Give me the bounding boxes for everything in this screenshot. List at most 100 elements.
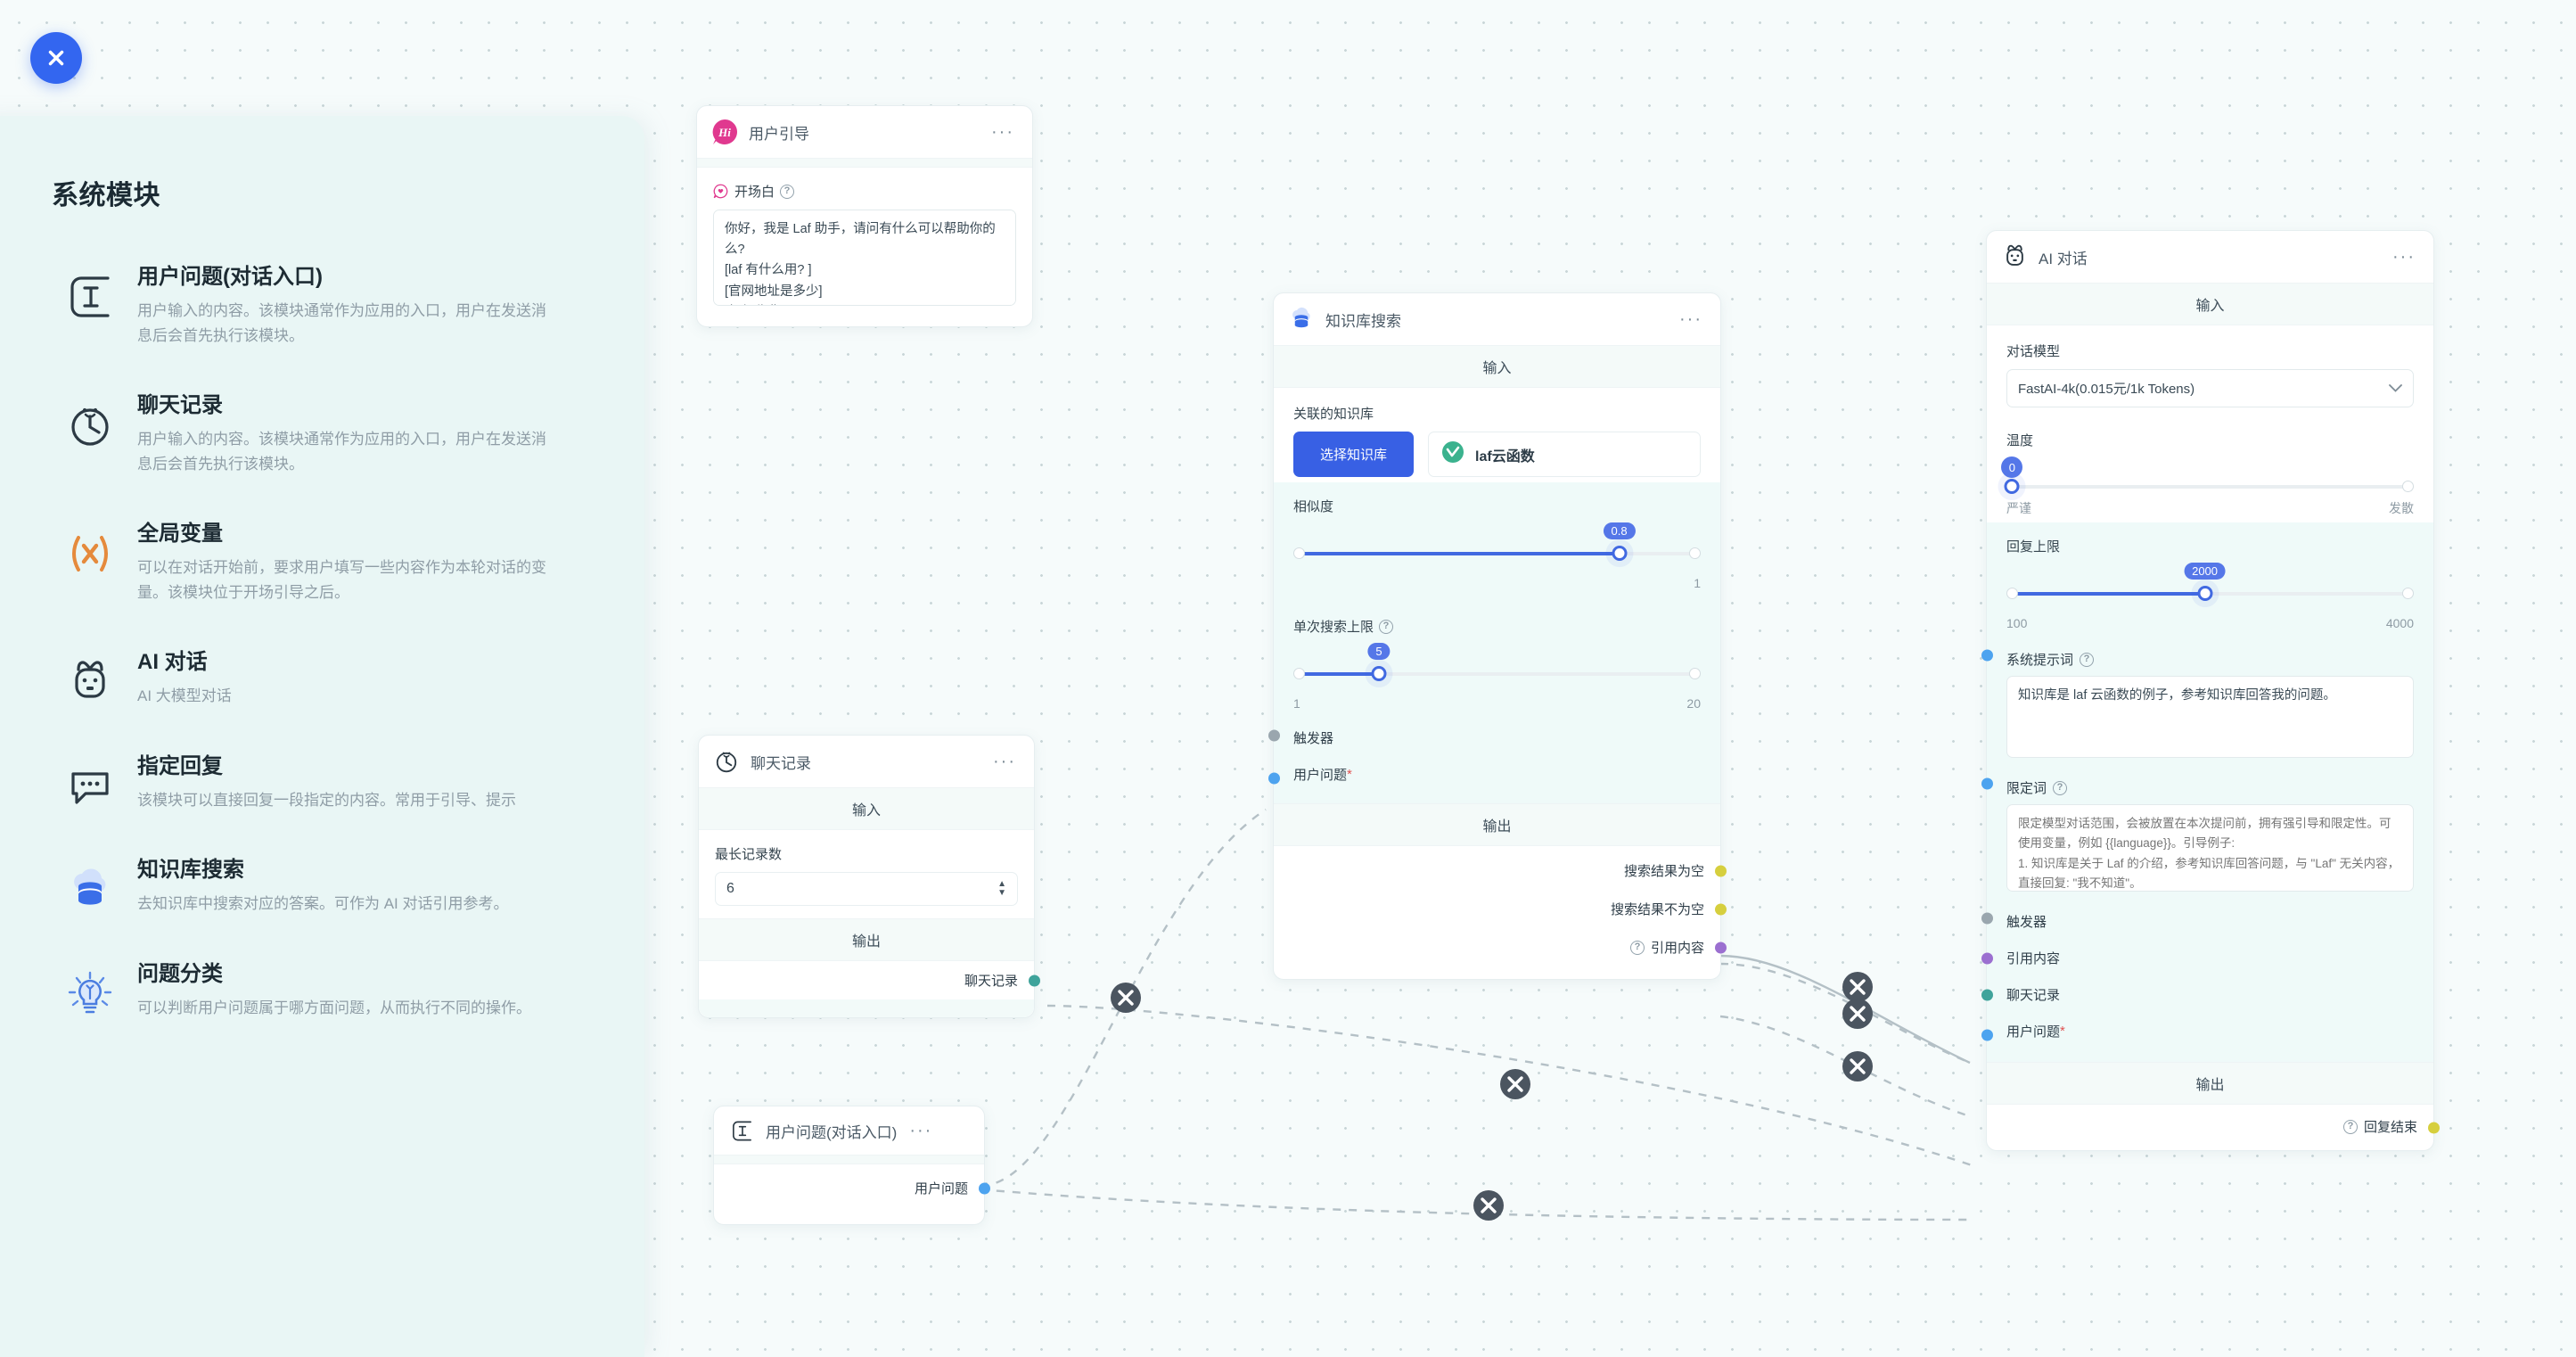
help-icon[interactable]: ? <box>2053 780 2068 795</box>
model-label: 对话模型 <box>2006 344 2061 359</box>
node-header[interactable]: 用户问题(对话入口) ··· <box>714 1106 984 1156</box>
node-header[interactable]: AI 对话 ··· <box>1987 231 2433 284</box>
node-menu-button[interactable]: ··· <box>1679 309 1702 329</box>
node-title: 用户引导 <box>749 125 809 143</box>
input-section-header: 输入 <box>1987 284 2433 325</box>
output-port-search-nonempty[interactable]: 搜索结果不为空 <box>1274 890 1727 928</box>
output-port-quoted-content[interactable]: ? 引用内容 <box>1274 928 1727 966</box>
port-label: 聊天记录 <box>2006 988 2061 1003</box>
output-port-chat-history[interactable]: 聊天记录 <box>699 961 1040 999</box>
system-prompt-textarea[interactable] <box>2006 676 2414 758</box>
port-dot-teal[interactable] <box>1028 975 1040 986</box>
port-dot-blue[interactable] <box>1268 772 1280 784</box>
module-item-chat-history[interactable]: 聊天记录 用户输入的内容。该模块通常作为应用的入口，用户在发送消息后会首先执行该… <box>52 387 591 476</box>
input-port-quoted-content[interactable]: 引用内容 <box>1981 940 2414 976</box>
node-kb-search[interactable]: 知识库搜索 ··· 输入 关联的知识库 选择知识库 laf云函数 <box>1268 292 1727 980</box>
max-tokens-slider[interactable]: 2000 <box>2006 563 2414 616</box>
node-user-guide[interactable]: Hi 用户引导 ··· 开场白 ? <box>696 105 1033 327</box>
max-records-input[interactable]: 6 ▲ ▼ <box>715 872 1018 906</box>
port-dot-grey[interactable] <box>1981 912 1993 924</box>
module-name: 知识库搜索 <box>137 858 244 883</box>
slider-thumb[interactable] <box>2197 586 2213 601</box>
node-header[interactable]: 聊天记录 ··· <box>699 736 1034 788</box>
node-menu-button[interactable]: ··· <box>2392 247 2416 267</box>
port-label: 触发器 <box>2006 915 2047 930</box>
port-label: 引用内容 <box>2006 951 2061 966</box>
port-dot-purple[interactable] <box>1714 942 1727 953</box>
port-dot-blue[interactable] <box>1981 777 1993 789</box>
close-button[interactable] <box>30 32 82 84</box>
input-port-chat-history[interactable]: 聊天记录 <box>1981 976 2414 1013</box>
kb-chip-laf[interactable]: laf云函数 <box>1428 432 1701 477</box>
port-dot-purple[interactable] <box>1981 952 1993 964</box>
slider-thumb[interactable] <box>1612 546 1628 561</box>
module-item-user-question[interactable]: 用户问题(对话入口) 用户输入的内容。该模块通常作为应用的入口，用户在发送消息后… <box>52 259 591 348</box>
slider-max-handle <box>2402 481 2414 492</box>
port-dot-blue[interactable] <box>1981 649 1993 661</box>
port-label: 搜索结果不为空 <box>1610 902 1704 917</box>
opening-statement-textarea[interactable] <box>713 210 1016 306</box>
help-icon[interactable]: ? <box>2342 1119 2358 1134</box>
kb-chip-name: laf云函数 <box>1475 448 1535 465</box>
topk-slider[interactable]: 5 <box>1293 643 1701 696</box>
port-dot-blue[interactable] <box>978 1182 990 1194</box>
robot-icon <box>52 644 128 708</box>
similarity-slider[interactable]: 0.8 <box>1293 522 1701 576</box>
node-menu-button[interactable]: ··· <box>993 752 1016 771</box>
module-item-specified-reply[interactable]: 指定回复 该模块可以直接回复一段指定的内容。常用于引导、提示 <box>52 748 591 813</box>
clock-face-icon <box>713 748 740 775</box>
help-icon[interactable]: ? <box>780 184 795 199</box>
svg-text:Hi: Hi <box>718 126 731 139</box>
chevron-down-icon <box>2389 381 2402 396</box>
node-header[interactable]: Hi 用户引导 ··· <box>697 106 1032 159</box>
temperature-slider[interactable]: 0 <box>2001 456 2414 499</box>
output-section-header: 输出 <box>699 918 1034 961</box>
help-icon[interactable]: ? <box>2080 652 2095 667</box>
module-item-ai-chat[interactable]: AI 对话 AI 大模型对话 <box>52 644 591 709</box>
select-kb-button[interactable]: 选择知识库 <box>1293 432 1415 477</box>
node-header[interactable]: 知识库搜索 ··· <box>1274 293 1720 346</box>
port-dot-grey[interactable] <box>1268 729 1280 741</box>
input-port-trigger[interactable]: 触发器 <box>1268 714 1701 756</box>
text-cursor-icon <box>52 259 128 323</box>
input-port-trigger[interactable]: 触发器 <box>1981 896 2414 940</box>
module-item-global-variable[interactable]: 全局变量 可以在对话开始前，要求用户填写一些内容作为本轮对话的变量。该模块位于开… <box>52 515 591 604</box>
stepper-down-icon[interactable]: ▼ <box>997 888 1006 898</box>
slider-thumb[interactable] <box>1371 666 1387 681</box>
port-dot-yellow[interactable] <box>2427 1122 2440 1133</box>
input-port-user-question[interactable]: 用户问题 * <box>1981 1013 2414 1057</box>
clock-face-icon <box>52 387 128 451</box>
module-desc: 用户输入的内容。该模块通常作为应用的入口，用户在发送消息后会首先执行该模块。 <box>137 302 546 344</box>
port-dot-yellow[interactable] <box>1714 865 1727 876</box>
range-max-label: 发散 <box>2389 501 2414 515</box>
port-label: 聊天记录 <box>964 974 1018 989</box>
range-min-label: 严谨 <box>2006 501 2031 515</box>
node-menu-button[interactable]: ··· <box>909 1121 933 1140</box>
port-dot-teal[interactable] <box>1981 989 1993 1000</box>
module-item-question-classify[interactable]: 问题分类 可以判断用户问题属于哪方面问题，从而执行不同的操作。 <box>52 956 591 1021</box>
input-port-user-question[interactable]: 用户问题 * <box>1268 756 1701 800</box>
help-icon[interactable]: ? <box>1629 940 1645 955</box>
number-stepper[interactable]: ▲ ▼ <box>997 879 1006 898</box>
slider-thumb[interactable] <box>2004 479 2020 494</box>
module-name: AI 对话 <box>137 650 208 675</box>
port-dot-blue[interactable] <box>1981 1029 1993 1040</box>
input-port-system-prompt[interactable]: 系统提示词 ? <box>1981 634 2414 676</box>
node-chat-history[interactable]: 聊天记录 ··· 输入 最长记录数 6 ▲ ▼ 输出 聊天记录 <box>698 735 1040 1018</box>
port-dot-yellow[interactable] <box>1714 903 1727 915</box>
limit-prompt-textarea[interactable] <box>2006 804 2414 892</box>
output-port-search-empty[interactable]: 搜索结果为空 <box>1274 851 1727 890</box>
stepper-up-icon[interactable]: ▲ <box>997 879 1006 889</box>
model-select[interactable]: FastAI-4k(0.015元/1k Tokens) <box>2006 369 2414 407</box>
help-icon[interactable]: ? <box>1379 619 1394 634</box>
output-port-reply-end[interactable]: ? 回复结束 <box>1987 1105 2440 1150</box>
input-port-limit-prompt[interactable]: 限定词 ? <box>1981 762 2414 804</box>
required-star: * <box>2060 1024 2065 1039</box>
chat-bubble-icon <box>52 748 128 812</box>
output-port-user-question[interactable]: 用户问题 <box>714 1164 990 1212</box>
node-user-question[interactable]: 用户问题(对话入口) ··· 用户问题 <box>713 1106 990 1225</box>
node-menu-button[interactable]: ··· <box>991 122 1014 142</box>
module-item-kb-search[interactable]: 知识库搜索 去知识库中搜索对应的答案。可作为 AI 对话引用参考。 <box>52 851 591 917</box>
module-desc: 可以判断用户问题属于哪方面问题，从而执行不同的操作。 <box>137 999 531 1016</box>
node-ai-chat[interactable]: AI 对话 ··· 输入 对话模型 FastAI-4k(0.015元/1k To… <box>1981 230 2440 1151</box>
